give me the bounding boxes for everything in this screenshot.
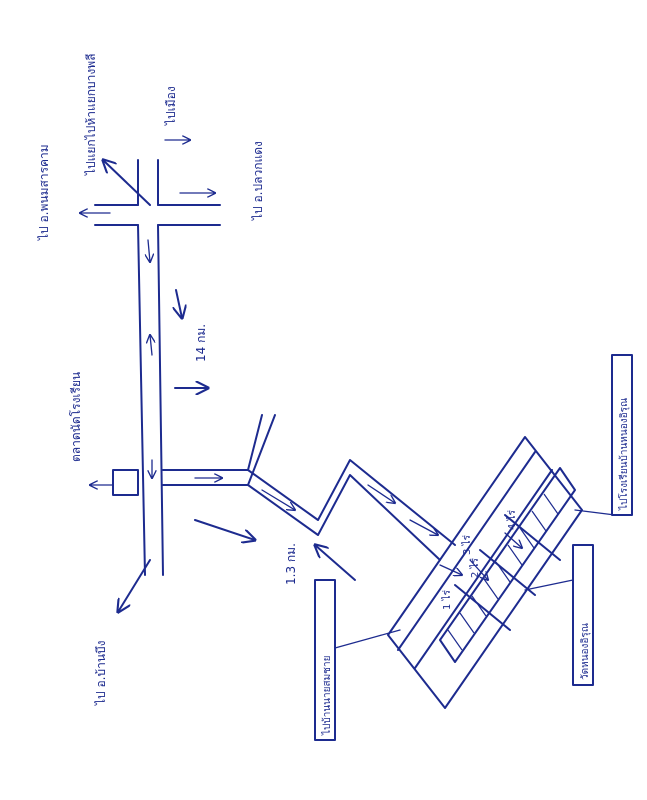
main-road [137, 224, 164, 576]
hatched-strip [439, 467, 576, 663]
bottom-left-arrow [118, 559, 151, 612]
label-box-left [314, 579, 336, 741]
label-top-mid: ไปเมือง [164, 86, 178, 126]
top-intersection [80, 140, 221, 226]
label-distance-main: 14 กม. [194, 324, 208, 362]
label-box-mid-text: วัดหนองอิรุณ [580, 623, 591, 680]
label-box-top [611, 354, 633, 516]
branch-road [162, 414, 456, 561]
callout-lines [334, 509, 616, 649]
parcel-block [387, 436, 583, 709]
label-plot-a: 1 ไร่ [441, 589, 453, 610]
label-distance-branch: 1.3 กม. [284, 543, 298, 585]
label-landmark: ตลาดนัดโรงเรียน [69, 372, 83, 462]
branch-distance-arrows [194, 519, 356, 581]
landmark-box [90, 469, 139, 496]
distance-arrows [175, 289, 208, 388]
label-box-mid [572, 544, 594, 686]
label-box-left-text: ไปบ้านนายสมชาย [321, 656, 333, 736]
label-road-side: ไป อ.ปลวกแดง [251, 141, 265, 221]
label-plot-d: 4 ไร่ [506, 509, 518, 530]
label-box-top-text: ไปโรงเรียนบ้านหนองอิรุณ [617, 398, 630, 511]
label-top-right: ไปแยกไปห้าแยกบางพลี [84, 54, 98, 177]
label-bottom-left: ไป อ.บ้านบึง [94, 640, 108, 706]
label-plot-c: 3 ไร่ [461, 534, 473, 555]
label-plot-b: 2 ไร่ [469, 557, 481, 578]
label-top-left: ไป อ.พนมสารคาม [37, 144, 51, 241]
